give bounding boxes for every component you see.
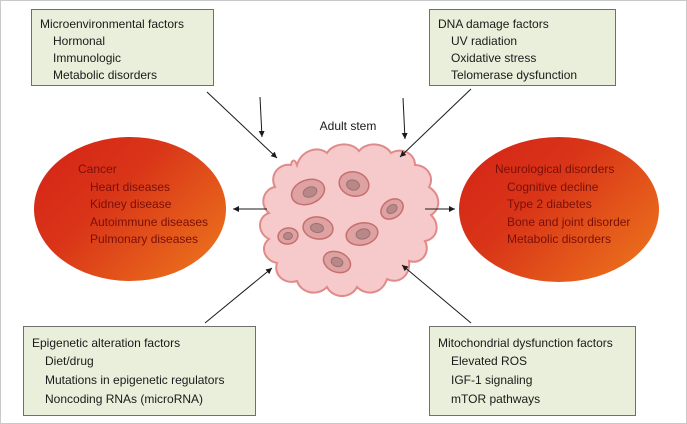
cell-nucleus <box>386 203 398 215</box>
disease-ellipse-neurological: Neurological disorders Cognitive decline… <box>459 137 659 282</box>
box-item: IGF-1 signaling <box>451 373 533 387</box>
cell-nucleus <box>330 256 344 268</box>
ellipse-item: Cognitive decline <box>507 179 599 194</box>
cell-nucleus <box>355 228 371 240</box>
adult-stem-label: Adult stem <box>319 119 377 133</box>
box-title: Microenvironmental factors <box>40 17 185 31</box>
box-item: mTOR pathways <box>451 392 541 406</box>
box-title: DNA damage factors <box>438 17 549 31</box>
factor-box-mitochondrial: Mitochondrial dysfunction factors Elevat… <box>429 326 636 416</box>
ellipse-item: Pulmonary diseases <box>90 232 199 246</box>
factor-box-microenvironmental: Microenvironmental factors Hormonal Immu… <box>31 9 214 86</box>
arrow-topright-box-to-cell <box>399 88 472 158</box>
ellipse-item: Heart diseases <box>90 179 171 194</box>
disease-ellipse-cancer: Cancer Heart diseases Kidney disease Aut… <box>34 137 226 281</box>
box-item: Telomerase dysfunction <box>451 68 578 82</box>
factor-box-dna-damage: DNA damage factors UV radiation Oxidativ… <box>429 9 616 86</box>
box-title: Mitochondrial dysfunction factors <box>438 336 613 350</box>
box-item: Oxidative stress <box>451 51 537 65</box>
ellipse-item: Kidney disease <box>90 197 172 211</box>
box-item: Mutations in epigenetic regulators <box>45 373 225 387</box>
box-item: Elevated ROS <box>451 354 528 368</box>
factor-box-epigenetic: Epigenetic alteration factors Diet/drug … <box>23 326 256 416</box>
arrow-top-right-vertical-to-cell <box>401 97 408 140</box>
ellipse-item: Type 2 diabetes <box>507 197 592 211</box>
cell-nucleus <box>283 231 293 241</box>
ellipse-item: Bone and joint disorder <box>507 214 631 229</box>
box-item: Immunologic <box>53 51 122 65</box>
stem-cell-cluster <box>259 143 440 297</box>
arrow-bottomright-box-to-cell <box>401 264 472 324</box>
box-item: Diet/drug <box>45 354 94 368</box>
ellipse-item: Metabolic disorders <box>507 232 612 246</box>
ellipse-item: Autoimmune diseases <box>90 214 209 229</box>
cell-nucleus <box>302 186 318 198</box>
cell-nucleus <box>346 179 360 191</box>
arrow-top-left-vertical-to-cell <box>258 96 265 138</box>
arrow-topleft-box-to-cell <box>206 91 278 159</box>
box-title: Epigenetic alteration factors <box>32 336 181 350</box>
box-item: UV radiation <box>451 34 518 48</box>
ellipse-title: Neurological disorders <box>495 162 615 176</box>
cell-nucleus <box>310 222 324 234</box>
box-item: Metabolic disorders <box>53 68 158 82</box>
box-item: Hormonal <box>53 34 106 48</box>
arrow-bottomleft-box-to-cell <box>204 267 273 324</box>
box-item: Noncoding RNAs (microRNA) <box>45 392 204 406</box>
ellipse-title: Cancer <box>78 162 117 176</box>
